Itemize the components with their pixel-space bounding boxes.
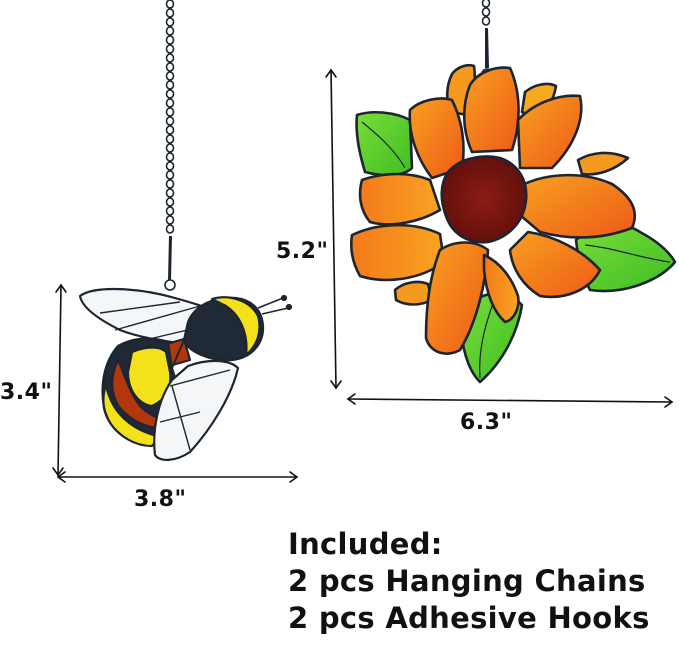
bee-hanging-chain (164, 0, 176, 291)
bee-height-arrow (52, 283, 67, 477)
sunflower-width-label: 6.3" (460, 410, 513, 435)
included-item-chains: 2 pcs Hanging Chains (288, 564, 646, 598)
included-item-hooks: 2 pcs Adhesive Hooks (288, 601, 650, 635)
bee-width-arrow (56, 471, 299, 483)
dimension-arrows (52, 68, 674, 483)
sunflower-suncatcher (349, 63, 677, 384)
sunflower-hanging-chain (481, 0, 493, 80)
included-list: Included: 2 pcs Hanging Chains 2 pcs Adh… (288, 526, 650, 637)
sunflower-height-label: 5.2" (276, 239, 329, 264)
sunflower-height-arrow (325, 68, 342, 390)
bee-suncatcher (78, 287, 293, 461)
sunflower-width-arrow (346, 393, 674, 408)
bee-height-label: 3.4" (0, 380, 53, 405)
included-heading: Included: (288, 527, 443, 561)
bee-width-label: 3.8" (134, 487, 187, 512)
